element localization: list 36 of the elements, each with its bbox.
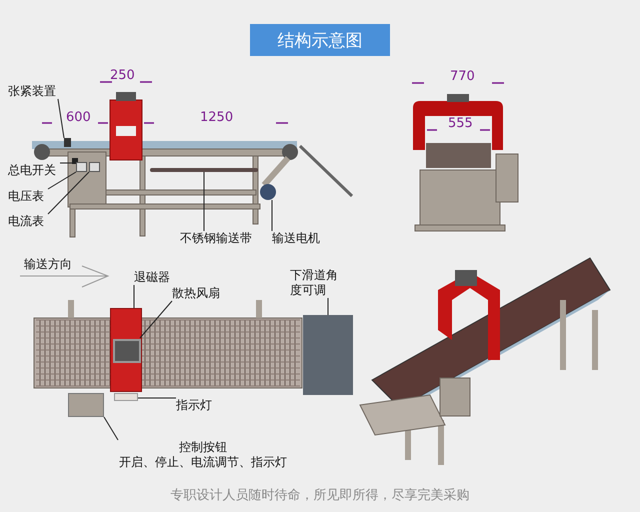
direction-label: 输送方向	[24, 256, 72, 273]
conveyor-belt-strip	[150, 168, 258, 172]
machine-part	[89, 162, 100, 172]
callout-label: 输送电机	[272, 231, 321, 246]
indicator-lamp	[114, 393, 138, 401]
callout-label: 指示灯	[176, 398, 213, 413]
machine-part	[76, 162, 87, 172]
callout-label: 电压表	[8, 189, 45, 204]
machine-part	[64, 138, 71, 147]
callout-label: 下滑道角度可调	[290, 268, 339, 298]
leader-line	[48, 172, 76, 190]
dimension-label: 555	[448, 116, 473, 131]
callout-label: 退磁器	[134, 270, 171, 285]
leader-line	[140, 300, 172, 338]
callout-label: 总电开关	[8, 163, 57, 178]
degausser-box	[110, 308, 142, 392]
fan-drawing	[113, 339, 141, 363]
callout-label: 张紧装置	[8, 84, 57, 99]
control-panel	[68, 393, 104, 417]
dimension-label: 600	[66, 110, 91, 125]
dimension-label: 250	[110, 68, 135, 83]
leader-line	[58, 98, 64, 138]
dimension-label: 770	[450, 69, 475, 84]
title-banner: 结构示意图	[250, 24, 390, 56]
dimension-label: 1250	[200, 110, 234, 125]
callout-label: 开启、停止、电流调节、指示灯	[118, 455, 288, 470]
leader-line	[60, 162, 72, 164]
chute-plate	[303, 315, 353, 395]
motor-drawing	[260, 184, 276, 200]
leader-line	[104, 416, 118, 440]
leader-line	[48, 172, 90, 214]
callout-label: 散热风扇	[172, 286, 221, 301]
callout-label: 不锈钢输送带	[180, 231, 253, 246]
callout-label: 控制按钮	[178, 440, 228, 455]
caption: 专职设计人员随时待命，所见即所得，尽享完美采购	[170, 487, 470, 504]
callout-label: 电流表	[8, 214, 45, 229]
